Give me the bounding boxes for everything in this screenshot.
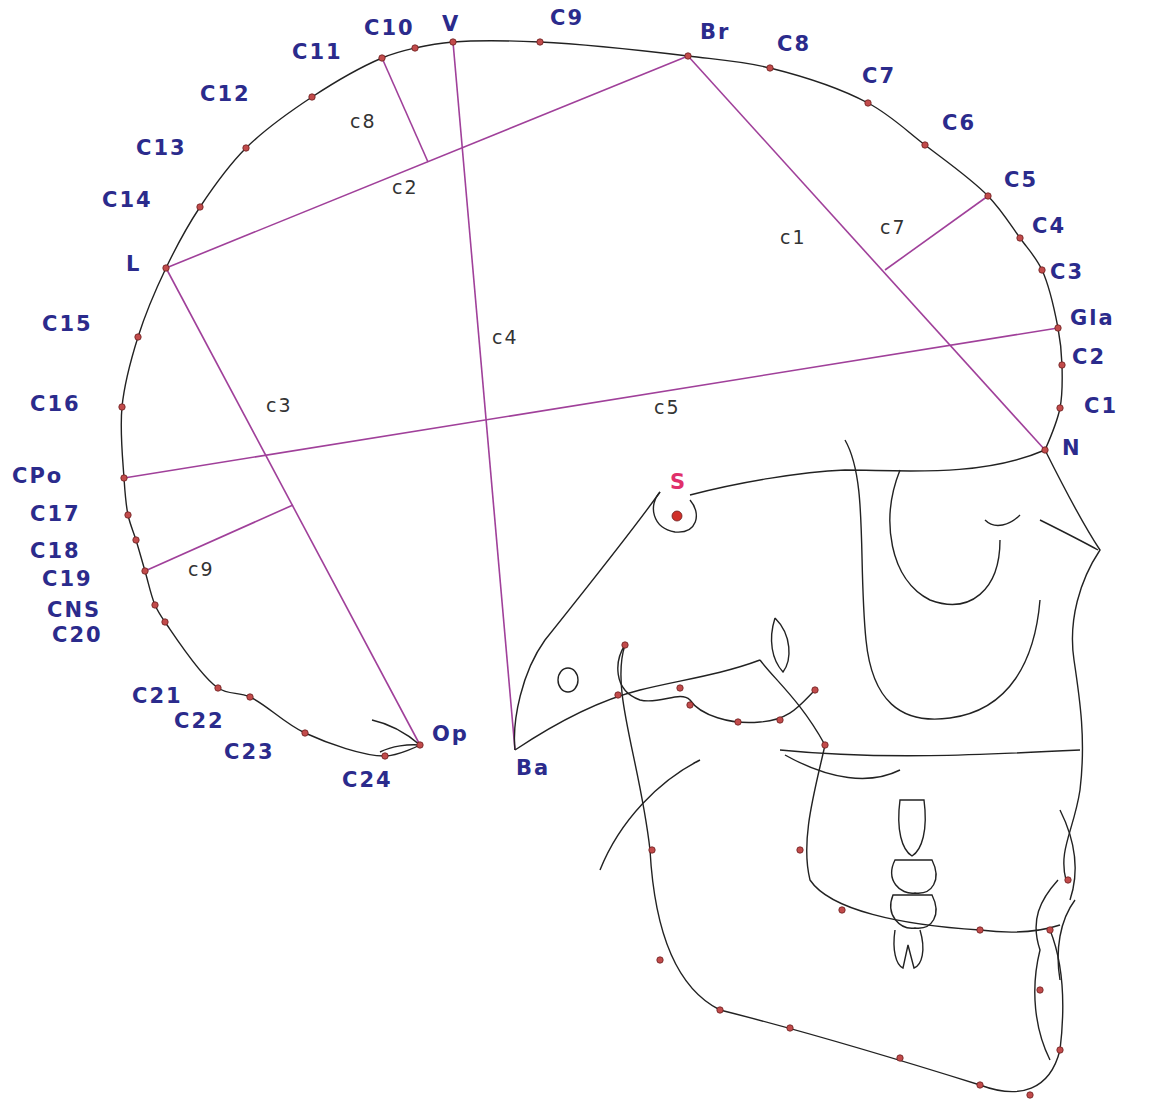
landmark-label: C2: [1070, 347, 1108, 368]
landmark-label: C14: [100, 190, 155, 211]
landmark-label: C13: [134, 138, 189, 159]
landmark-dot: [382, 753, 388, 759]
landmark-dot: [197, 204, 203, 210]
landmark-label: C9: [548, 8, 586, 29]
landmark-dot: [685, 53, 691, 59]
landmark-label: C17: [28, 504, 83, 525]
line-label: c9: [186, 560, 217, 579]
landmark-dot: [412, 45, 418, 51]
landmark-dot: [142, 568, 148, 574]
landmark-label: C12: [198, 84, 253, 105]
landmark-dot: [922, 142, 928, 148]
landmark-dot: [1055, 325, 1061, 331]
landmark-label: C19: [40, 569, 95, 590]
landmark-dot: [985, 193, 991, 199]
landmark-dot: [215, 685, 221, 691]
line-label: c8: [348, 112, 379, 131]
landmark-dot: [162, 619, 168, 625]
landmark-dot: [133, 537, 139, 543]
landmark-dot: [865, 100, 871, 106]
landmark-label: C18: [28, 541, 83, 562]
line-label: c7: [878, 218, 909, 237]
landmark-dot: [121, 475, 127, 481]
landmark-dot: [119, 404, 125, 410]
landmark-dot: [1057, 405, 1063, 411]
sella-label: S: [668, 472, 687, 493]
landmark-dot: [163, 265, 169, 271]
landmark-dot: [243, 145, 249, 151]
landmark-dot: [379, 55, 385, 61]
landmark-dot: [1059, 362, 1065, 368]
landmark-dot: [309, 94, 315, 100]
landmark-dot: [1042, 447, 1048, 453]
landmark-label: C16: [28, 394, 83, 415]
landmark-label: C4: [1030, 216, 1068, 237]
landmark-label: C6: [940, 113, 978, 134]
landmark-label: C21: [130, 686, 185, 707]
line-label: c2: [390, 178, 421, 197]
measure-lines: [124, 42, 1058, 750]
landmark-dot: [302, 730, 308, 736]
landmark-dot: [1017, 235, 1023, 241]
landmark-label: C1: [1082, 396, 1120, 417]
landmark-dot: [152, 602, 158, 608]
landmark-dot: [247, 694, 253, 700]
landmark-dot: [135, 334, 141, 340]
landmark-dot: [537, 39, 543, 45]
landmark-label: Ba: [514, 758, 552, 779]
landmark-dots: [119, 39, 1065, 759]
landmark-label: V: [440, 14, 462, 35]
landmark-dot: [417, 742, 423, 748]
landmark-dot: [767, 65, 773, 71]
landmark-label: C20: [50, 625, 105, 646]
landmark-label: Gla: [1068, 308, 1117, 329]
jaw-dots: [615, 642, 1071, 1098]
landmark-label: C8: [775, 34, 813, 55]
landmark-label: C5: [1002, 170, 1040, 191]
landmark-dot: [125, 512, 131, 518]
landmark-label: C23: [222, 742, 277, 763]
landmark-label: Br: [698, 22, 732, 43]
landmark-label: L: [124, 254, 143, 275]
landmark-label: C24: [340, 770, 395, 791]
line-label: c1: [778, 228, 809, 247]
line-label: c5: [652, 398, 683, 417]
landmark-label: C15: [40, 314, 95, 335]
landmark-label: CNS: [45, 600, 103, 621]
line-label: c3: [264, 396, 295, 415]
landmark-label: C22: [172, 711, 227, 732]
landmark-dot: [1039, 267, 1045, 273]
landmark-label: CPo: [10, 466, 65, 487]
landmark-label: Op: [430, 724, 471, 745]
landmark-label: N: [1060, 438, 1084, 459]
line-label: c4: [490, 328, 521, 347]
landmark-label: C11: [290, 42, 345, 63]
facial-skeleton: [121, 41, 1100, 1092]
landmark-label: C10: [362, 18, 417, 39]
landmark-dot: [450, 39, 456, 45]
landmark-label: C3: [1048, 262, 1086, 283]
landmark-label: C7: [860, 66, 898, 87]
sella-dot: [672, 511, 682, 521]
